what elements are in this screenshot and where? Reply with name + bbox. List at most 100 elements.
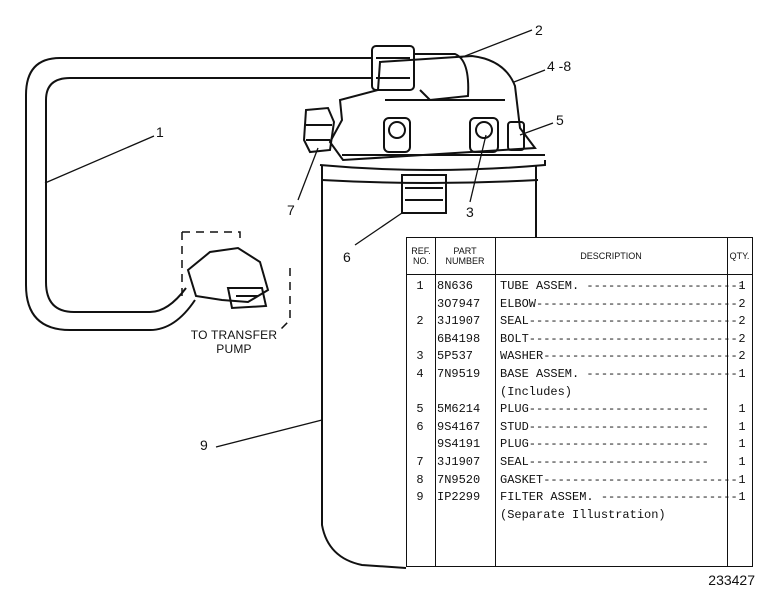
table-row: 9 IP2299 FILTER ASSEM. -------------------… bbox=[407, 489, 752, 506]
table-row: 1 8N636 TUBE ASSEM. ----------------------… bbox=[407, 278, 752, 295]
ref-cell: 1 bbox=[416, 279, 424, 293]
ref-cell: 7 bbox=[416, 455, 424, 469]
col-divider bbox=[727, 238, 728, 566]
plug-right bbox=[507, 121, 525, 151]
header-description: DESCRIPTION bbox=[495, 238, 727, 275]
description-cell: BOLT----------------------------- bbox=[500, 331, 738, 346]
pump-note-line-2: PUMP bbox=[216, 342, 252, 356]
callout-3: 3 bbox=[466, 204, 474, 220]
description-cell: STUD------------------------- bbox=[500, 419, 709, 434]
description-cell: (Includes) bbox=[500, 384, 573, 399]
qty-cell: 1 bbox=[738, 455, 746, 469]
callout-7: 7 bbox=[287, 202, 295, 218]
table-row: 6B4198 BOLT-----------------------------2 bbox=[407, 331, 752, 348]
ref-cell: 3 bbox=[416, 349, 424, 364]
part-number-cell: 9S4167 bbox=[437, 419, 481, 434]
qty-cell: 1 bbox=[738, 490, 746, 505]
qty-cell: 2 bbox=[738, 314, 746, 329]
bolt-right bbox=[469, 117, 499, 153]
part-number-cell: 3J1907 bbox=[437, 314, 481, 329]
col-divider bbox=[435, 238, 436, 566]
description-cell: SEAL------------------------- bbox=[500, 455, 709, 469]
table-row: 7 3J1907 SEAL------------------------- 1 bbox=[407, 454, 752, 471]
table-row: 5 5M6214 PLUG------------------------- 1 bbox=[407, 401, 752, 418]
ref-cell: 6 bbox=[416, 419, 424, 434]
table-row: 4 7N9519 BASE ASSEM. ---------------------… bbox=[407, 366, 752, 383]
part-number-cell: 8N636 bbox=[437, 279, 474, 293]
base-assembly bbox=[328, 54, 537, 162]
ref-cell: 5 bbox=[416, 402, 424, 417]
part-number-cell: 5M6214 bbox=[437, 402, 481, 417]
ref-cell: 2 bbox=[416, 314, 424, 329]
qty-cell: 2 bbox=[738, 331, 746, 346]
table-row: 2 3J1907 SEAL-----------------------------… bbox=[407, 313, 752, 330]
table-row: 3 5P537 WASHER---------------------------2 bbox=[407, 348, 752, 365]
callout-9: 9 bbox=[200, 437, 208, 453]
part-number-cell: 7N9519 bbox=[437, 367, 481, 381]
description-cell: TUBE ASSEM. ---------------------- bbox=[500, 279, 745, 293]
qty-cell: 1 bbox=[738, 419, 746, 434]
figure-number: 233427 bbox=[708, 572, 755, 588]
ref-cell: 4 bbox=[416, 367, 424, 381]
pump-elbow bbox=[186, 246, 270, 304]
part-number-cell: 3J1907 bbox=[437, 455, 481, 469]
top-elbow-body bbox=[414, 53, 470, 102]
plug-left bbox=[302, 106, 336, 154]
part-number-cell: 5P537 bbox=[437, 349, 474, 364]
qty-cell: 1 bbox=[738, 367, 746, 381]
stud bbox=[401, 174, 447, 214]
pump-hidden-outline bbox=[181, 231, 291, 331]
table-row: (Separate Illustration) bbox=[407, 507, 752, 524]
qty-cell: 1 bbox=[738, 437, 746, 452]
table-row: 3O7947 ELBOW----------------------------2 bbox=[407, 296, 752, 313]
part-number-cell: 7N9520 bbox=[437, 472, 481, 487]
col-divider bbox=[495, 238, 496, 566]
part-number-cell: 9S4191 bbox=[437, 437, 481, 452]
callout-6: 6 bbox=[343, 249, 351, 265]
ref-cell: 8 bbox=[416, 472, 424, 487]
qty-cell: 1 bbox=[738, 402, 746, 417]
table-row: (Includes) bbox=[407, 384, 752, 401]
description-cell: ELBOW---------------------------- bbox=[500, 296, 738, 311]
description-cell: PLUG------------------------- bbox=[500, 402, 709, 417]
part-number-cell: IP2299 bbox=[437, 490, 481, 505]
callout-4-8: 4 -8 bbox=[547, 58, 572, 74]
header-part-line2: NUMBER bbox=[445, 256, 485, 266]
tube-assembly-outer bbox=[25, 57, 372, 331]
header-qty: QTY. bbox=[727, 238, 752, 275]
qty-cell: 2 bbox=[738, 349, 746, 364]
description-cell: (Separate Illustration) bbox=[500, 507, 666, 522]
callout-2: 2 bbox=[535, 22, 543, 38]
description-cell: WASHER--------------------------- bbox=[500, 349, 738, 364]
tube-assembly-inner bbox=[45, 77, 372, 313]
part-number-cell: 6B4198 bbox=[437, 331, 481, 346]
filter-canister bbox=[321, 165, 407, 569]
transfer-pump-note: TO TRANSFER PUMP bbox=[186, 328, 282, 356]
table-row: 9S4191 PLUG------------------------- 1 bbox=[407, 436, 752, 453]
header-ref-line2: NO. bbox=[412, 256, 429, 266]
qty-cell: 1 bbox=[738, 279, 746, 293]
ref-cell: 9 bbox=[416, 490, 424, 505]
qty-cell: 1 bbox=[738, 472, 746, 487]
table-row: 8 7N9520 GASKET---------------------------… bbox=[407, 472, 752, 489]
header-part-line1: PART bbox=[453, 246, 477, 256]
callout-1: 1 bbox=[156, 124, 164, 140]
callout-5: 5 bbox=[556, 112, 564, 128]
description-cell: FILTER ASSEM. ------------------- bbox=[500, 490, 738, 505]
bolt-left bbox=[383, 117, 411, 153]
header-ref: REF.NO. bbox=[407, 238, 435, 275]
part-number-cell: 3O7947 bbox=[437, 296, 481, 311]
header-ref-line1: REF. bbox=[411, 246, 431, 256]
top-elbow-nut bbox=[371, 45, 415, 91]
pump-note-line-1: TO TRANSFER bbox=[190, 328, 278, 342]
description-cell: GASKET--------------------------- bbox=[500, 472, 738, 487]
description-cell: BASE ASSEM. --------------------- bbox=[500, 367, 738, 381]
description-cell: PLUG------------------------- bbox=[500, 437, 709, 452]
table-row: 6 9S4167 STUD------------------------- 1 bbox=[407, 419, 752, 436]
description-cell: SEAL----------------------------- bbox=[500, 314, 738, 329]
qty-cell: 2 bbox=[738, 296, 746, 311]
